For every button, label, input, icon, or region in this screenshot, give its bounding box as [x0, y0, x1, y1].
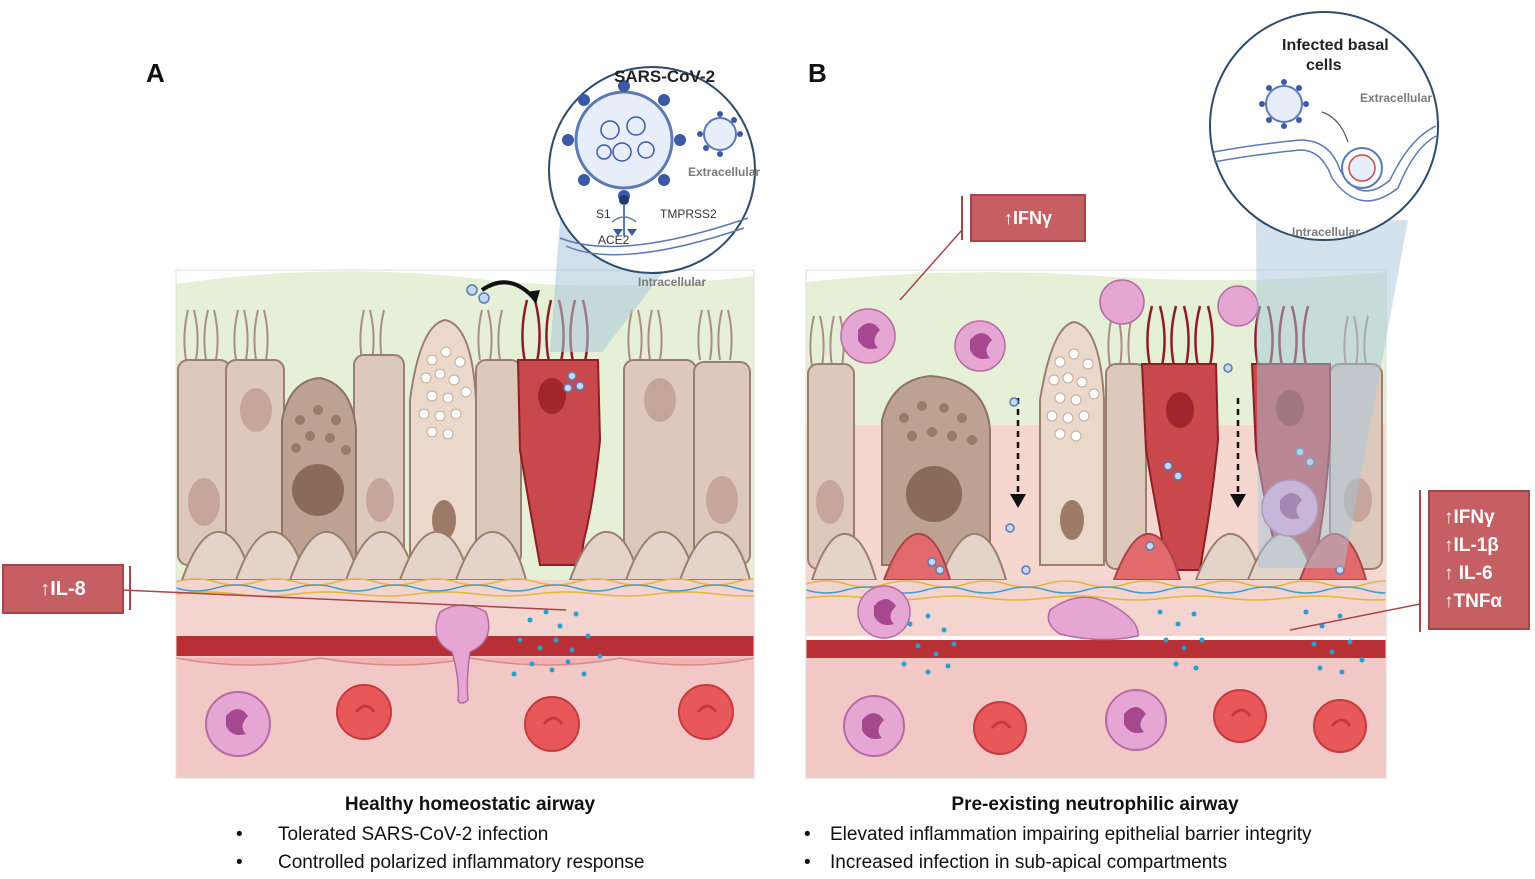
- bullet-dot: •: [804, 852, 811, 873]
- airway-illustration: SARS-CoV-2 Extracellular Intracellular S…: [121, 11, 1439, 779]
- inset-a-s1-label: S1: [596, 207, 611, 221]
- inset-a-ace2-label: ACE2: [598, 233, 630, 247]
- inset-b-title-line2: cells: [1306, 57, 1342, 74]
- virus-particle-a: [466, 284, 490, 304]
- panel-a-caption-title: Healthy homeostatic airway: [344, 794, 596, 815]
- dashed-arrows-b: [1016, 398, 1240, 496]
- panel-b-letter: B: [808, 58, 827, 88]
- bullet-dot: •: [804, 824, 811, 845]
- panel-a-bullet-1: • Tolerated SARS-CoV-2 infection: [236, 824, 548, 846]
- panel-a-tissue: [176, 271, 754, 778]
- cytokine-ifng: ↑IFNγ: [1444, 507, 1495, 528]
- panel-b-bullet-1: • Elevated inflammation impairing epithel…: [804, 824, 1312, 846]
- inset-b-extracellular-label: Extracellular: [1360, 91, 1432, 105]
- il8-tag: ↑IL-8: [2, 564, 124, 614]
- transmigrating-neutrophil: [435, 604, 490, 704]
- inset-a: [548, 66, 756, 274]
- inset-a-extracellular-label: Extracellular: [688, 165, 760, 179]
- cytokine-il6: ↑ IL-6: [1444, 563, 1493, 584]
- cytokine-side-tag: ↑IFNγ ↑IL-1β ↑ IL-6 ↑TNFα: [1428, 490, 1530, 630]
- cilia: [183, 309, 733, 361]
- bullet-dot: •: [236, 824, 243, 845]
- basement-membrane: [176, 578, 754, 597]
- panel-a-letter: A: [146, 58, 165, 88]
- panel-b-caption-title: Pre-existing neutrophilic airway: [951, 794, 1239, 815]
- cytokine-dots-b: [901, 609, 1365, 675]
- ifng-top-tag: ↑IFNγ: [970, 194, 1086, 242]
- bullet-dot: •: [236, 852, 243, 873]
- cytokine-dots-a: [511, 609, 603, 677]
- bullet-text: Controlled polarized inflammatory respon…: [278, 852, 645, 873]
- cytokine-side-connector: [1289, 603, 1421, 631]
- zoom-beam-b: [1256, 220, 1408, 568]
- zoom-beam-a: [550, 220, 665, 352]
- cytokine-tnfa: ↑TNFα: [1444, 591, 1503, 612]
- inset-b-intracellular-label: Intracellular: [1292, 225, 1360, 239]
- panel-b-bullet-2: • Increased infection in sub-apical compa…: [804, 852, 1227, 874]
- cytokine-il1b: ↑IL-1β: [1444, 535, 1499, 556]
- ifng-top-connector: [899, 229, 963, 301]
- blood-cells: [205, 684, 734, 757]
- inset-b-title-line1: Infected basal: [1282, 37, 1389, 54]
- inset-a-tmprss2-label: TMPRSS2: [660, 207, 717, 221]
- inset-a-title: SARS-CoV-2: [614, 67, 715, 86]
- inset-a-intracellular-label: Intracellular: [638, 275, 706, 289]
- cell-nuclei: [188, 378, 738, 526]
- inset-b: [1209, 11, 1439, 241]
- bullet-text: Increased infection in sub-apical compar…: [830, 852, 1228, 873]
- panel-a-bullet-2: • Controlled polarized inflammatory respo…: [236, 852, 644, 874]
- il8-connector: [121, 589, 567, 611]
- bullet-text: Tolerated SARS-CoV-2 infection: [278, 824, 549, 845]
- basal-cells: [180, 530, 752, 581]
- bullet-text: Elevated inflammation impairing epitheli…: [830, 824, 1312, 845]
